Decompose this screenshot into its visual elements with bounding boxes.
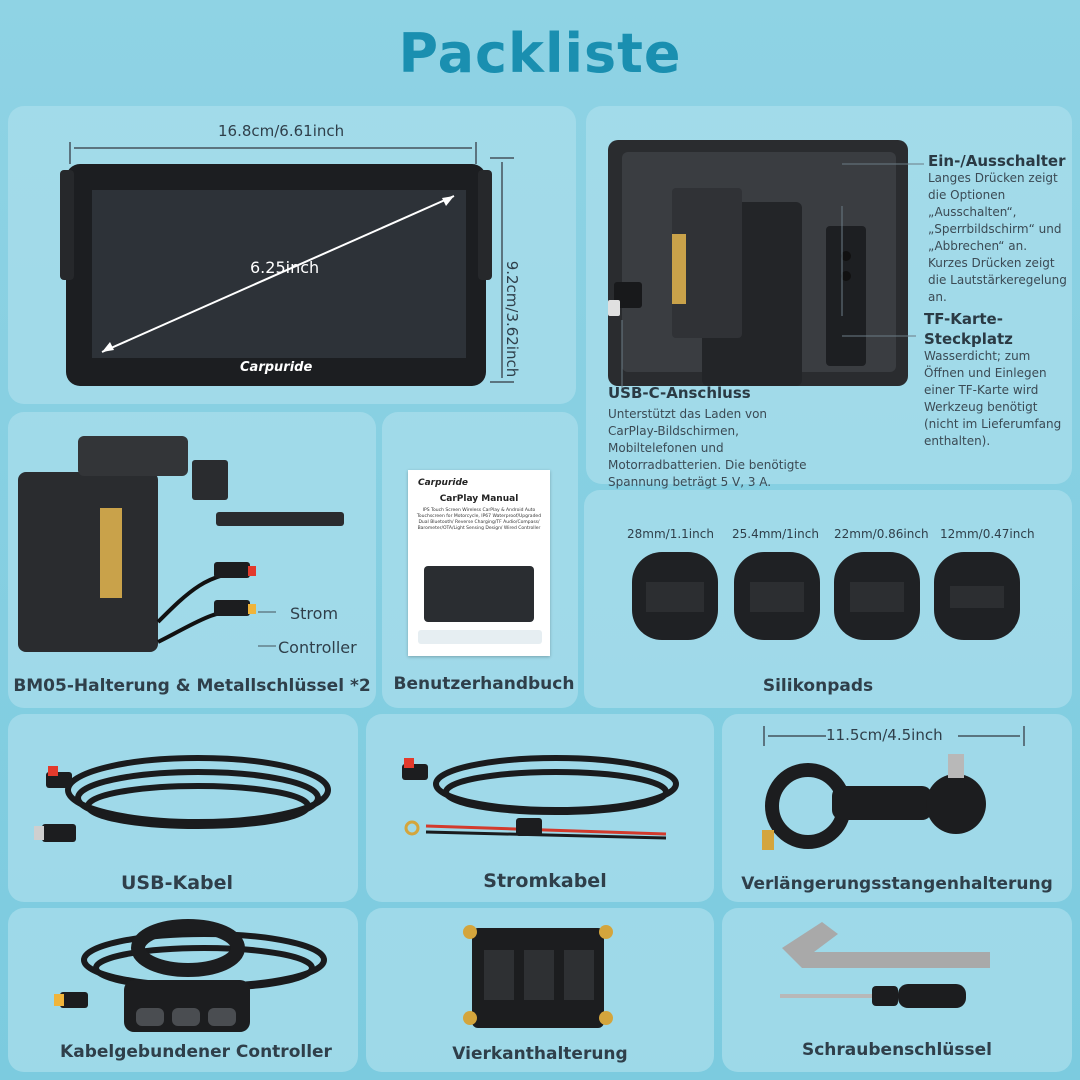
mount-image — [18, 436, 344, 652]
wrench-caption: Schraubenschlüssel — [801, 1040, 992, 1060]
usb-cable-image — [34, 755, 331, 842]
usb-c-title: USB-C-Anschluss — [608, 384, 751, 402]
extension-image — [762, 726, 1025, 850]
display-back-image — [608, 140, 924, 392]
wrench-image — [780, 922, 990, 1008]
square-mount-caption: Vierkanthalterung — [452, 1044, 628, 1064]
controller-caption: Kabelgebundener Controller — [60, 1042, 332, 1062]
pads-caption: Silikonpads — [762, 676, 874, 696]
pad-size-3: 22mm/0.86inch — [834, 527, 929, 541]
mount-strom-label: Strom — [290, 604, 339, 623]
controller-image — [54, 919, 327, 1032]
manual-badges — [418, 630, 542, 644]
tf-slot-title-2: Steckplatz — [924, 330, 1013, 348]
display-front-image — [60, 142, 514, 386]
usb-cable-caption: USB-Kabel — [120, 872, 234, 894]
usb-c-desc: Unterstützt das Laden von CarPlay-Bildsc… — [608, 407, 807, 489]
pad-size-4: 12mm/0.47inch — [940, 527, 1035, 541]
manual-brand: Carpuride — [418, 478, 469, 488]
manual-device-picture — [424, 566, 534, 622]
manual-caption: Benutzerhandbuch — [393, 674, 575, 694]
pads-image — [632, 552, 1020, 640]
manual-heading: CarPlay Manual — [439, 494, 519, 504]
mount-controller-label: Controller — [278, 638, 357, 657]
display-height-label: 9.2cm/3.62inch — [503, 260, 521, 378]
power-cable-caption: Stromkabel — [483, 870, 607, 892]
power-cable-image — [402, 755, 679, 840]
power-switch-title: Ein-/Ausschalter — [928, 152, 1066, 170]
pad-size-1: 28mm/1.1inch — [627, 527, 714, 541]
mount-caption: BM05-Halterung & Metallschlüssel *2 — [13, 676, 371, 696]
power-switch-desc: Langes Drücken zeigt die Optionen „Aussc… — [928, 171, 1067, 304]
page-title: Packliste — [398, 22, 682, 85]
manual-booklet: Carpuride CarPlay Manual IPS Touch Scree… — [408, 470, 550, 656]
manual-small-text: IPS Touch Screen Wireless CarPlay & Andr… — [416, 508, 542, 531]
extension-caption: Verlängerungsstangenhalterung — [741, 874, 1053, 894]
extension-dim-label: 11.5cm/4.5inch — [826, 726, 943, 744]
tf-slot-desc: Wasserdicht; zum Öffnen und Einlegen ein… — [924, 349, 1062, 448]
display-diagonal-label: 6.25inch — [250, 258, 320, 277]
square-mount-image — [463, 925, 613, 1028]
display-brand-logo: Carpuride — [240, 360, 313, 375]
tf-slot-title-1: TF-Karte- — [924, 310, 1003, 328]
pad-size-2: 25.4mm/1inch — [732, 527, 819, 541]
display-width-label: 16.8cm/6.61inch — [218, 122, 345, 140]
